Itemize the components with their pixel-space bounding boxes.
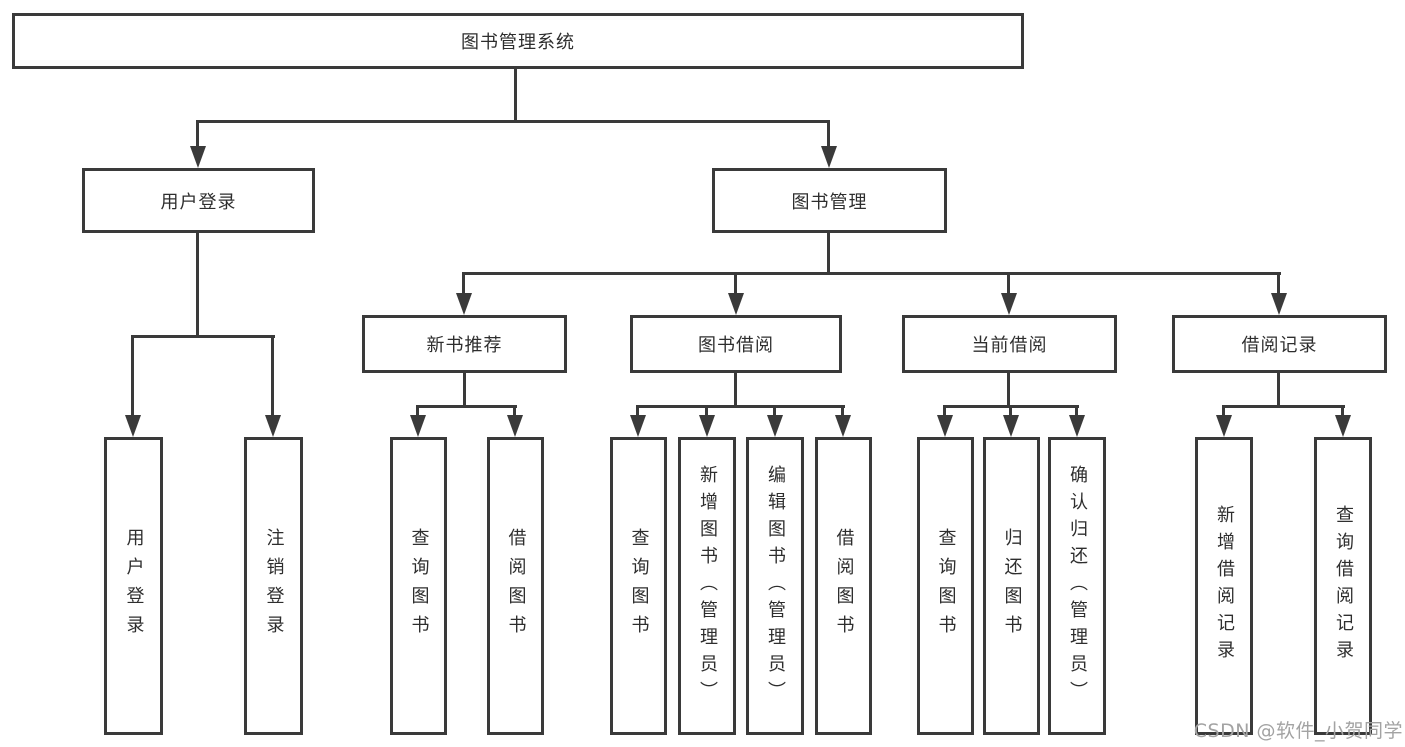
node-borrow-records: 借阅记录 bbox=[1172, 315, 1387, 373]
leaf-confirm-return-admin-label: 确认归还（管理员） bbox=[1067, 464, 1088, 708]
arrow-stem-query-books-current bbox=[943, 405, 946, 419]
arrow-stem-leaf-user-login bbox=[131, 335, 134, 417]
leaf-logout: 注销登录 bbox=[244, 437, 303, 735]
arrow-stem-borrow-records bbox=[1277, 272, 1280, 297]
leaf-edit-books-admin-label: 编辑图书（管理员） bbox=[765, 464, 786, 708]
new-book-recommend-rail-line bbox=[417, 405, 517, 408]
node-user-login: 用户登录 bbox=[82, 168, 315, 233]
arrow-stem-current-borrow bbox=[1007, 272, 1010, 297]
borrow-records-trunk-line bbox=[1277, 373, 1280, 408]
new-book-recommend-trunk-line bbox=[463, 373, 466, 408]
leaf-user-login-label: 用户登录 bbox=[123, 528, 145, 644]
arrowhead-leaf-user-login-icon bbox=[125, 415, 141, 437]
arrow-stem-book-management bbox=[827, 120, 830, 148]
arrow-stem-query-borrow-record bbox=[1341, 405, 1344, 419]
leaf-return-books: 归还图书 bbox=[983, 437, 1040, 735]
arrow-stem-new-book-recommend bbox=[462, 272, 465, 297]
root-trunk-line bbox=[514, 68, 517, 123]
node-new-book-recommend: 新书推荐 bbox=[362, 315, 567, 373]
level2-rail-line bbox=[197, 120, 830, 123]
arrowhead-user-login-icon bbox=[190, 146, 206, 168]
arrow-stem-query-books-borrow bbox=[636, 405, 639, 419]
arrowhead-add-books-admin-icon bbox=[699, 415, 715, 437]
book-borrow-rail-line bbox=[637, 405, 845, 408]
arrowhead-borrow-books-icon bbox=[835, 415, 851, 437]
arrow-stem-borrow-books bbox=[841, 405, 844, 419]
node-book-management: 图书管理 bbox=[712, 168, 947, 233]
arrowhead-borrow-books-recommend-icon bbox=[507, 415, 523, 437]
node-root-label: 图书管理系统 bbox=[461, 32, 575, 53]
leaf-edit-books-admin: 编辑图书（管理员） bbox=[746, 437, 804, 735]
book-management-trunk-line bbox=[827, 233, 830, 275]
leaf-query-books-recommend-label: 查询图书 bbox=[408, 528, 430, 644]
arrowhead-book-borrow-icon bbox=[728, 293, 744, 315]
arrowhead-add-borrow-record-icon bbox=[1216, 415, 1232, 437]
current-borrow-trunk-line bbox=[1007, 373, 1010, 408]
leaf-add-borrow-record-label: 新增借阅记录 bbox=[1214, 505, 1235, 667]
node-current-borrow-label: 当前借阅 bbox=[971, 335, 1048, 356]
borrow-records-rail-line bbox=[1222, 405, 1345, 408]
leaf-query-borrow-record: 查询借阅记录 bbox=[1314, 437, 1372, 735]
node-book-borrow-label: 图书借阅 bbox=[698, 335, 774, 356]
leaf-confirm-return-admin: 确认归还（管理员） bbox=[1048, 437, 1106, 735]
arrow-stem-edit-books-admin bbox=[773, 405, 776, 419]
arrowhead-confirm-return-admin-icon bbox=[1069, 415, 1085, 437]
leaf-query-borrow-record-label: 查询借阅记录 bbox=[1333, 505, 1354, 667]
node-user-login-label: 用户登录 bbox=[160, 191, 237, 213]
arrow-stem-add-borrow-record bbox=[1222, 405, 1225, 419]
node-book-borrow: 图书借阅 bbox=[630, 315, 842, 373]
arrow-stem-confirm-return-admin bbox=[1075, 405, 1078, 419]
leaf-borrow-books-recommend: 借阅图书 bbox=[487, 437, 544, 735]
leaf-borrow-books: 借阅图书 bbox=[815, 437, 872, 735]
leaf-borrow-books-label: 借阅图书 bbox=[833, 528, 855, 644]
arrow-stem-query-books-recommend bbox=[416, 405, 419, 419]
arrow-stem-borrow-books-recommend bbox=[513, 405, 516, 419]
leaf-add-books-admin: 新增图书（管理员） bbox=[678, 437, 736, 735]
node-new-book-recommend-label: 新书推荐 bbox=[426, 335, 503, 356]
arrowhead-query-books-borrow-icon bbox=[630, 415, 646, 437]
leaf-user-login: 用户登录 bbox=[104, 437, 163, 735]
arrow-stem-add-books-admin bbox=[705, 405, 708, 419]
csdn-watermark: CSDN @软件_小贺同学 bbox=[1193, 720, 1403, 742]
arrow-stem-book-borrow bbox=[734, 272, 737, 297]
arrowhead-query-books-current-icon bbox=[937, 415, 953, 437]
leaf-query-books-borrow-label: 查询图书 bbox=[628, 528, 650, 644]
user-login-trunk-line bbox=[196, 233, 199, 338]
node-current-borrow: 当前借阅 bbox=[902, 315, 1117, 373]
leaf-query-books-current: 查询图书 bbox=[917, 437, 974, 735]
user-login-rail-line bbox=[132, 335, 275, 338]
arrowhead-edit-books-admin-icon bbox=[767, 415, 783, 437]
arrowhead-query-books-recommend-icon bbox=[410, 415, 426, 437]
level3-rail-line bbox=[463, 272, 1281, 275]
arrowhead-borrow-records-icon bbox=[1271, 293, 1287, 315]
leaf-query-books-current-label: 查询图书 bbox=[935, 528, 957, 644]
arrowhead-new-book-recommend-icon bbox=[456, 293, 472, 315]
arrowhead-current-borrow-icon bbox=[1001, 293, 1017, 315]
leaf-borrow-books-recommend-label: 借阅图书 bbox=[505, 528, 527, 644]
leaf-query-books-recommend: 查询图书 bbox=[390, 437, 447, 735]
leaf-return-books-label: 归还图书 bbox=[1001, 528, 1023, 644]
arrowhead-query-borrow-record-icon bbox=[1335, 415, 1351, 437]
book-borrow-trunk-line bbox=[734, 373, 737, 408]
arrowhead-book-management-icon bbox=[821, 146, 837, 168]
arrow-stem-user-login bbox=[196, 120, 199, 148]
node-book-management-label: 图书管理 bbox=[791, 191, 868, 213]
arrowhead-return-books-icon bbox=[1003, 415, 1019, 437]
leaf-add-books-admin-label: 新增图书（管理员） bbox=[697, 464, 718, 708]
leaf-query-books-borrow: 查询图书 bbox=[610, 437, 667, 735]
leaf-logout-label: 注销登录 bbox=[263, 528, 285, 644]
arrow-stem-leaf-logout bbox=[271, 335, 274, 417]
arrow-stem-return-books bbox=[1009, 405, 1012, 419]
node-root: 图书管理系统 bbox=[12, 13, 1024, 69]
node-borrow-records-label: 借阅记录 bbox=[1241, 335, 1318, 356]
leaf-add-borrow-record: 新增借阅记录 bbox=[1195, 437, 1253, 735]
arrowhead-leaf-logout-icon bbox=[265, 415, 281, 437]
